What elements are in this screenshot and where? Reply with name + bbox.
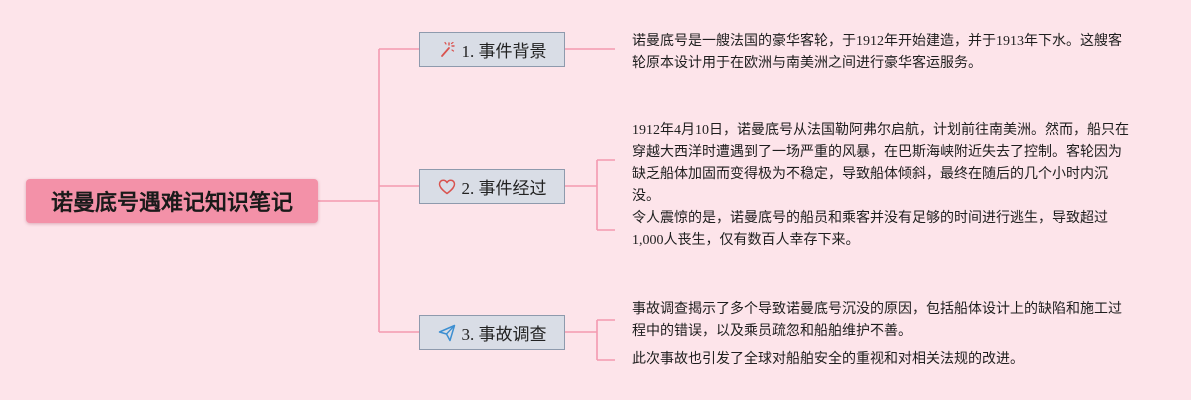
branch-2-leaf-connector xyxy=(565,159,615,231)
leaf-note: 此次事故也引发了全球对船舶安全的重视和对相关法规的改进。 xyxy=(632,352,1024,367)
heart-icon xyxy=(438,178,456,196)
branch-node-process[interactable]: 2. 事件经过 xyxy=(419,169,565,204)
branch-node-background[interactable]: 1. 事件背景 xyxy=(419,32,565,67)
leaf-note: 1912年4月10日，诺曼底号从法国勒阿弗尔启航，计划前往南美洲。然而，船只在穿… xyxy=(632,123,1129,204)
branch-label: 1. 事件背景 xyxy=(461,42,547,61)
root-node[interactable]: 诺曼底号遇难记知识笔记 xyxy=(26,179,318,223)
branch-node-investigation[interactable]: 3. 事故调查 xyxy=(419,315,565,350)
branch-label: 2. 事件经过 xyxy=(461,179,547,198)
root-title: 诺曼底号遇难记知识笔记 xyxy=(50,191,293,216)
leaf-note: 诺曼底号是一艘法国的豪华客轮，于1912年开始建造，并于1913年下水。这艘客轮… xyxy=(632,34,1122,71)
paper-plane-icon xyxy=(438,324,456,342)
branch-3-leaf-connector xyxy=(565,319,615,361)
branch-label: 3. 事故调查 xyxy=(461,325,547,344)
root-branch-connector xyxy=(318,48,419,333)
leaf-note: 令人震惊的是，诺曼底号的船员和乘客并没有足够的时间进行逃生，导致超过1,000人… xyxy=(632,211,1108,248)
leaf-note: 事故调查揭示了多个导致诺曼底号沉没的原因，包括船体设计上的缺陷和施工过程中的错误… xyxy=(632,302,1122,339)
magic-wand-icon xyxy=(438,41,456,59)
